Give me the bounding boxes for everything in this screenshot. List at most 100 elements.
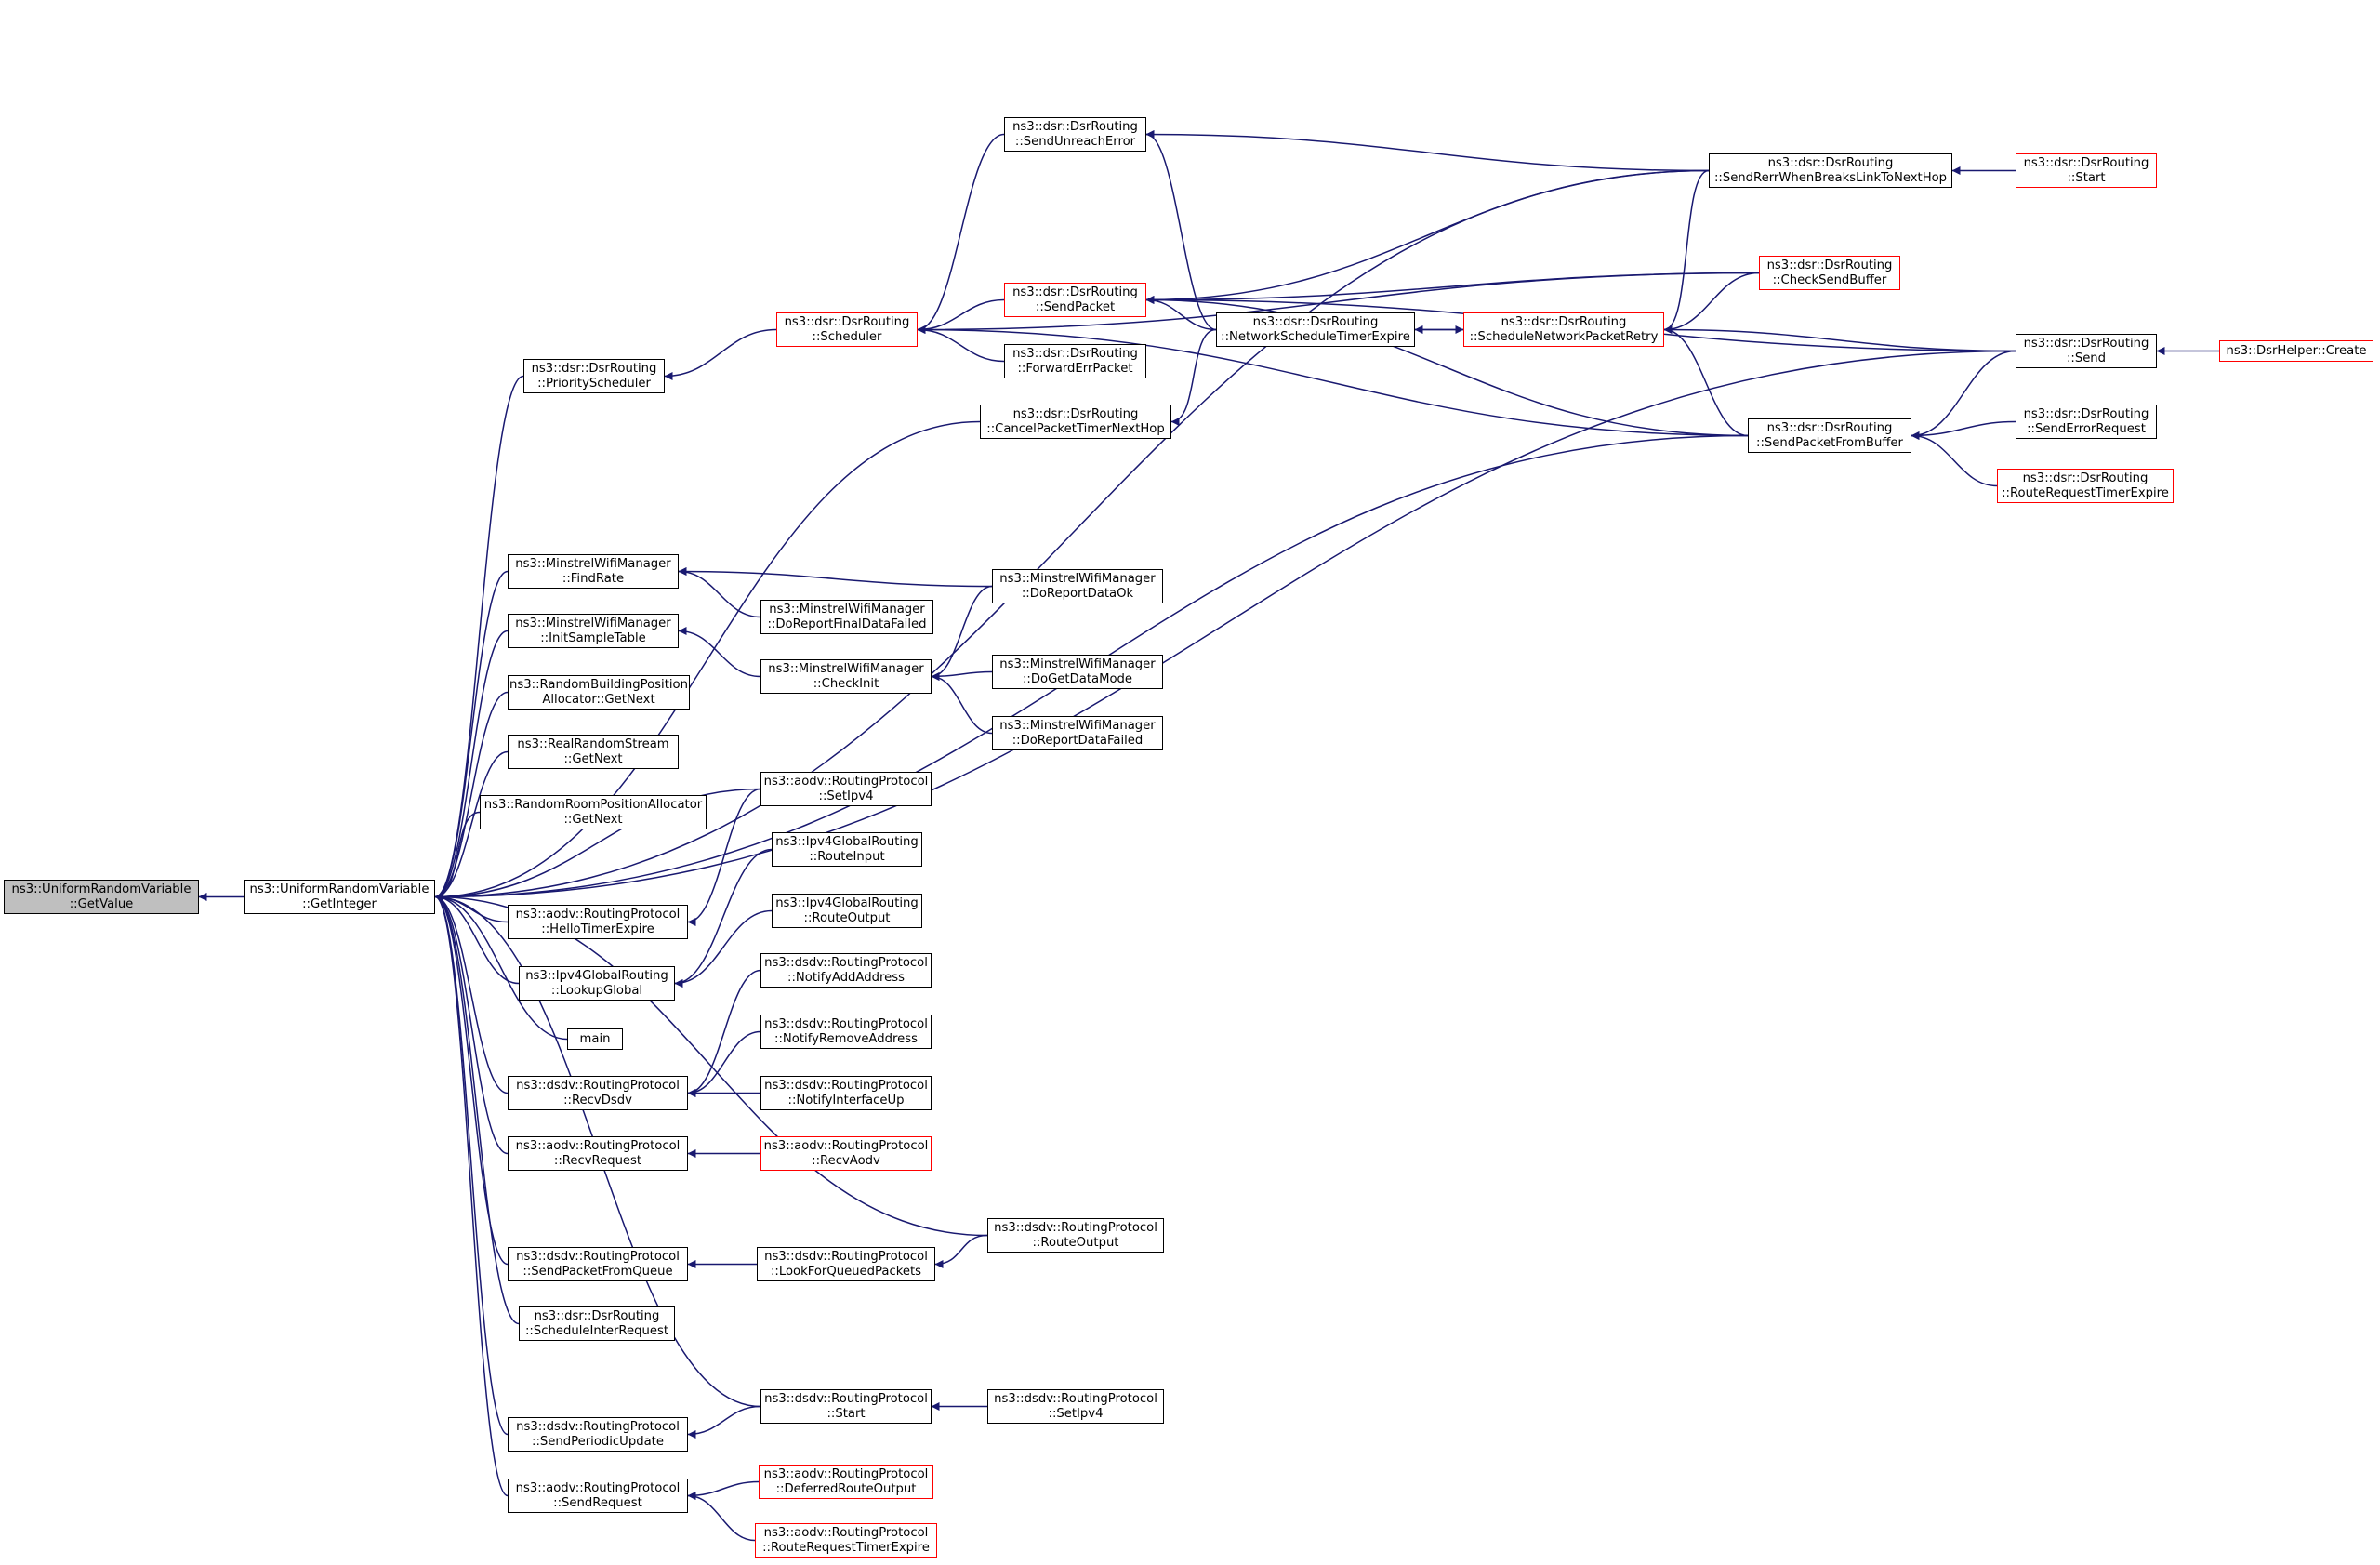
node-dsdv-sendpacketfromqueue[interactable]: ns3::dsdv::RoutingProtocol::SendPacketFr… <box>508 1247 688 1281</box>
call-edge-scheduler-to-priosched <box>664 328 777 380</box>
node-dsdv-lookforqueuedpackets[interactable]: ns3::dsdv::RoutingProtocol::LookForQueue… <box>757 1247 935 1281</box>
node-label-line2: ::Scheduler <box>812 329 882 344</box>
node-aodv-sendrequest[interactable]: ns3::aodv::RoutingProtocol::SendRequest <box>508 1479 688 1513</box>
node-realrandomstream-getnext[interactable]: ns3::RealRandomStream::GetNext <box>508 735 679 769</box>
node-ipv4globalrouting-routeoutput[interactable]: ns3::Ipv4GlobalRouting::RouteOutput <box>772 894 922 928</box>
node-label-line2: ::DoReportFinalDataFailed <box>767 617 927 631</box>
node-dsdv-sendperiodicupdate[interactable]: ns3::dsdv::RoutingProtocol::SendPeriodic… <box>508 1417 688 1452</box>
call-edge-dsdvstart-to-sendperiodic <box>687 1405 761 1439</box>
node-dsrrouting-checksendbuffer[interactable]: ns3::dsr::DsrRouting::CheckSendBuffer <box>1759 256 1900 290</box>
node-dsrrouting-priorityscheduler[interactable]: ns3::dsr::DsrRouting::PriorityScheduler <box>523 359 665 393</box>
node-label-line1: ns3::MinstrelWifiManager <box>999 657 1156 671</box>
node-uniformrandomvariable-getvalue[interactable]: ns3::UniformRandomVariable::GetValue <box>4 880 199 914</box>
node-main[interactable]: main <box>567 1028 623 1050</box>
node-label-line1: ns3::dsdv::RoutingProtocol <box>764 955 928 970</box>
node-label-line1: ns3::dsr::DsrRouting <box>1012 119 1138 134</box>
node-label-line2: ::GetNext <box>563 751 623 766</box>
node-label-line1: ns3::MinstrelWifiManager <box>769 602 925 617</box>
node-label-line2: ::RouteRequestTimerExpire <box>762 1540 930 1555</box>
call-edge-netsched-to-sendunreach <box>1145 130 1217 331</box>
call-edge-fwderr-to-scheduler <box>917 325 1005 363</box>
call-edge-reportok-to-checkinit <box>931 585 993 681</box>
node-dsrrouting-send[interactable]: ns3::dsr::DsrRouting::Send <box>2016 334 2157 368</box>
node-label-line1: ns3::dsr::DsrRouting <box>534 1308 660 1323</box>
node-label-line2: ::InitSampleTable <box>540 630 646 645</box>
node-dsdv-notifyremoveaddress[interactable]: ns3::dsdv::RoutingProtocol::NotifyRemove… <box>760 1015 932 1049</box>
node-label-line2: ::RouteOutput <box>1032 1235 1119 1250</box>
node-label-line2: ::NotifyInterfaceUp <box>787 1093 905 1107</box>
node-dsdv-setipv4[interactable]: ns3::dsdv::RoutingProtocol::SetIpv4 <box>987 1389 1164 1424</box>
node-dsrhelper-create[interactable]: ns3::DsrHelper::Create <box>2219 340 2373 362</box>
node-minstrel-doreportdatafailed[interactable]: ns3::MinstrelWifiManager::DoReportDataFa… <box>992 716 1163 750</box>
node-minstrel-doreportfinaldatafailed[interactable]: ns3::MinstrelWifiManager::DoReportFinalD… <box>760 600 933 634</box>
node-aodv-deferredrouteoutput[interactable]: ns3::aodv::RoutingProtocol::DeferredRout… <box>759 1465 933 1499</box>
node-label-line1: ns3::aodv::RoutingProtocol <box>763 1466 929 1481</box>
node-aodv-hellotimerexpire[interactable]: ns3::aodv::RoutingProtocol::HelloTimerEx… <box>508 905 688 939</box>
node-dsrrouting-start[interactable]: ns3::dsr::DsrRouting::Start <box>2016 153 2157 188</box>
node-label-line1: ns3::dsr::DsrRouting <box>1252 314 1379 329</box>
call-edge-checksend-to-schednetretry <box>1663 272 1760 334</box>
node-label-line1: ns3::MinstrelWifiManager <box>999 718 1156 733</box>
node-minstrel-findrate[interactable]: ns3::MinstrelWifiManager::FindRate <box>508 554 679 589</box>
node-minstrel-checkinit[interactable]: ns3::MinstrelWifiManager::CheckInit <box>760 659 932 694</box>
node-label-line1: ns3::aodv::RoutingProtocol <box>763 1138 929 1153</box>
node-aodv-recvaodv[interactable]: ns3::aodv::RoutingProtocol::RecvAodv <box>760 1136 932 1171</box>
node-label-line1: ns3::dsr::DsrRouting <box>1012 346 1138 361</box>
node-label-line2: ::Send <box>2066 351 2107 365</box>
node-label-line2: ::SetIpv4 <box>1048 1406 1104 1421</box>
node-label-line1: ns3::dsdv::RoutingProtocol <box>764 1249 928 1264</box>
node-label-line2: ::LookForQueuedPackets <box>770 1264 922 1279</box>
node-label-line1: ns3::RandomBuildingPosition <box>509 677 688 692</box>
node-label-line1: ns3::dsr::DsrRouting <box>1766 258 1893 272</box>
node-label-line2: ::DeferredRouteOutput <box>775 1481 917 1496</box>
node-dsdv-start[interactable]: ns3::dsdv::RoutingProtocol::Start <box>760 1389 932 1424</box>
call-edge-sendfrombuf-to-schednetretry <box>1663 325 1749 437</box>
node-dsrrouting-forwarderrpacket[interactable]: ns3::dsr::DsrRouting::ForwardErrPacket <box>1004 344 1146 378</box>
node-minstrel-initsampletable[interactable]: ns3::MinstrelWifiManager::InitSampleTabl… <box>508 614 679 648</box>
call-edge-netsched-to-cancelpkt <box>1170 328 1217 426</box>
node-dsrrouting-schedulenetworkpacketretry[interactable]: ns3::dsr::DsrRouting::ScheduleNetworkPac… <box>1463 312 1664 347</box>
node-minstrel-doreportdataok[interactable]: ns3::MinstrelWifiManager::DoReportDataOk <box>992 569 1163 603</box>
node-dsdv-notifyaddaddress[interactable]: ns3::dsdv::RoutingProtocol::NotifyAddAdd… <box>760 953 932 988</box>
node-dsrrouting-sendrerrwhenbreakslinktonexthop[interactable]: ns3::dsr::DsrRouting::SendRerrWhenBreaks… <box>1709 153 1952 188</box>
node-dsrrouting-sendunreacherror[interactable]: ns3::dsr::DsrRouting::SendUnreachError <box>1004 117 1146 152</box>
node-label-line2: ::NotifyAddAddress <box>787 970 905 985</box>
node-dsrrouting-sendpacket[interactable]: ns3::dsr::DsrRouting::SendPacket <box>1004 283 1146 317</box>
node-label-line2: ::Start <box>2067 170 2106 185</box>
node-label-line1: ns3::dsr::DsrRouting <box>1767 155 1894 170</box>
node-uniformrandomvariable-getinteger[interactable]: ns3::UniformRandomVariable::GetInteger <box>244 880 435 914</box>
node-dsrrouting-senderrorrequest[interactable]: ns3::dsr::DsrRouting::SendErrorRequest <box>2016 405 2157 439</box>
node-dsdv-routeoutput[interactable]: ns3::dsdv::RoutingProtocol::RouteOutput <box>987 1218 1164 1253</box>
node-label-line2: ::DoReportDataFailed <box>1012 733 1144 748</box>
node-label-line2: ::SendPacketFromQueue <box>522 1264 673 1279</box>
node-aodv-recvrequest[interactable]: ns3::aodv::RoutingProtocol::RecvRequest <box>508 1136 688 1171</box>
node-label-line1: main <box>579 1031 611 1046</box>
node-dsdv-recvdsdv[interactable]: ns3::dsdv::RoutingProtocol::RecvDsdv <box>508 1076 688 1110</box>
node-minstrel-dogetdatamode[interactable]: ns3::MinstrelWifiManager::DoGetDataMode <box>992 655 1163 689</box>
node-label-line2: ::RecvRequest <box>553 1153 642 1168</box>
node-dsrrouting-sendpacketfrombuffer[interactable]: ns3::dsr::DsrRouting::SendPacketFromBuff… <box>1748 418 1911 453</box>
node-aodv-routerequesttimerexpire[interactable]: ns3::aodv::RoutingProtocol::RouteRequest… <box>755 1523 937 1558</box>
node-dsrrouting-scheduleinterrequest[interactable]: ns3::dsr::DsrRouting::ScheduleInterReque… <box>519 1306 675 1341</box>
node-dsrrouting-networkscheduletimerexpire[interactable]: ns3::dsr::DsrRouting::NetworkScheduleTim… <box>1216 312 1415 347</box>
node-ipv4globalrouting-routeinput[interactable]: ns3::Ipv4GlobalRouting::RouteInput <box>772 832 922 867</box>
node-label-line2: ::RecvDsdv <box>563 1093 632 1107</box>
call-edge-recvdsdv-to-getinteger <box>434 893 509 1094</box>
node-label-line1: ns3::DsrHelper::Create <box>2226 343 2367 358</box>
node-dsrrouting-routerequesttimerexpire[interactable]: ns3::dsr::DsrRouting::RouteRequestTimerE… <box>1997 469 2174 503</box>
node-dsrrouting-scheduler[interactable]: ns3::dsr::DsrRouting::Scheduler <box>776 312 918 347</box>
call-edge-senderrreq-to-sendfrombuf <box>1911 420 2016 440</box>
node-dsrrouting-cancelpackettimernexthop[interactable]: ns3::dsr::DsrRouting::CancelPacketTimerN… <box>980 405 1171 439</box>
node-label-line1: ns3::dsdv::RoutingProtocol <box>516 1249 680 1264</box>
node-label-line1: ns3::dsr::DsrRouting <box>2023 406 2149 421</box>
node-label-line1: ns3::dsdv::RoutingProtocol <box>516 1078 680 1093</box>
node-randomroompositionallocator-getnext[interactable]: ns3::RandomRoomPositionAllocator::GetNex… <box>480 795 707 829</box>
node-ipv4globalrouting-lookupglobal[interactable]: ns3::Ipv4GlobalRouting::LookupGlobal <box>519 966 675 1001</box>
call-edge-aodvsetipv4-to-hellotimer <box>687 788 761 926</box>
node-aodv-setipv4[interactable]: ns3::aodv::RoutingProtocol::SetIpv4 <box>760 772 932 806</box>
node-label-line1: ns3::MinstrelWifiManager <box>768 661 924 676</box>
call-edge-sendfromqueue-to-getinteger <box>434 893 509 1266</box>
node-dsdv-notifyinterfaceup[interactable]: ns3::dsdv::RoutingProtocol::NotifyInterf… <box>760 1076 932 1110</box>
